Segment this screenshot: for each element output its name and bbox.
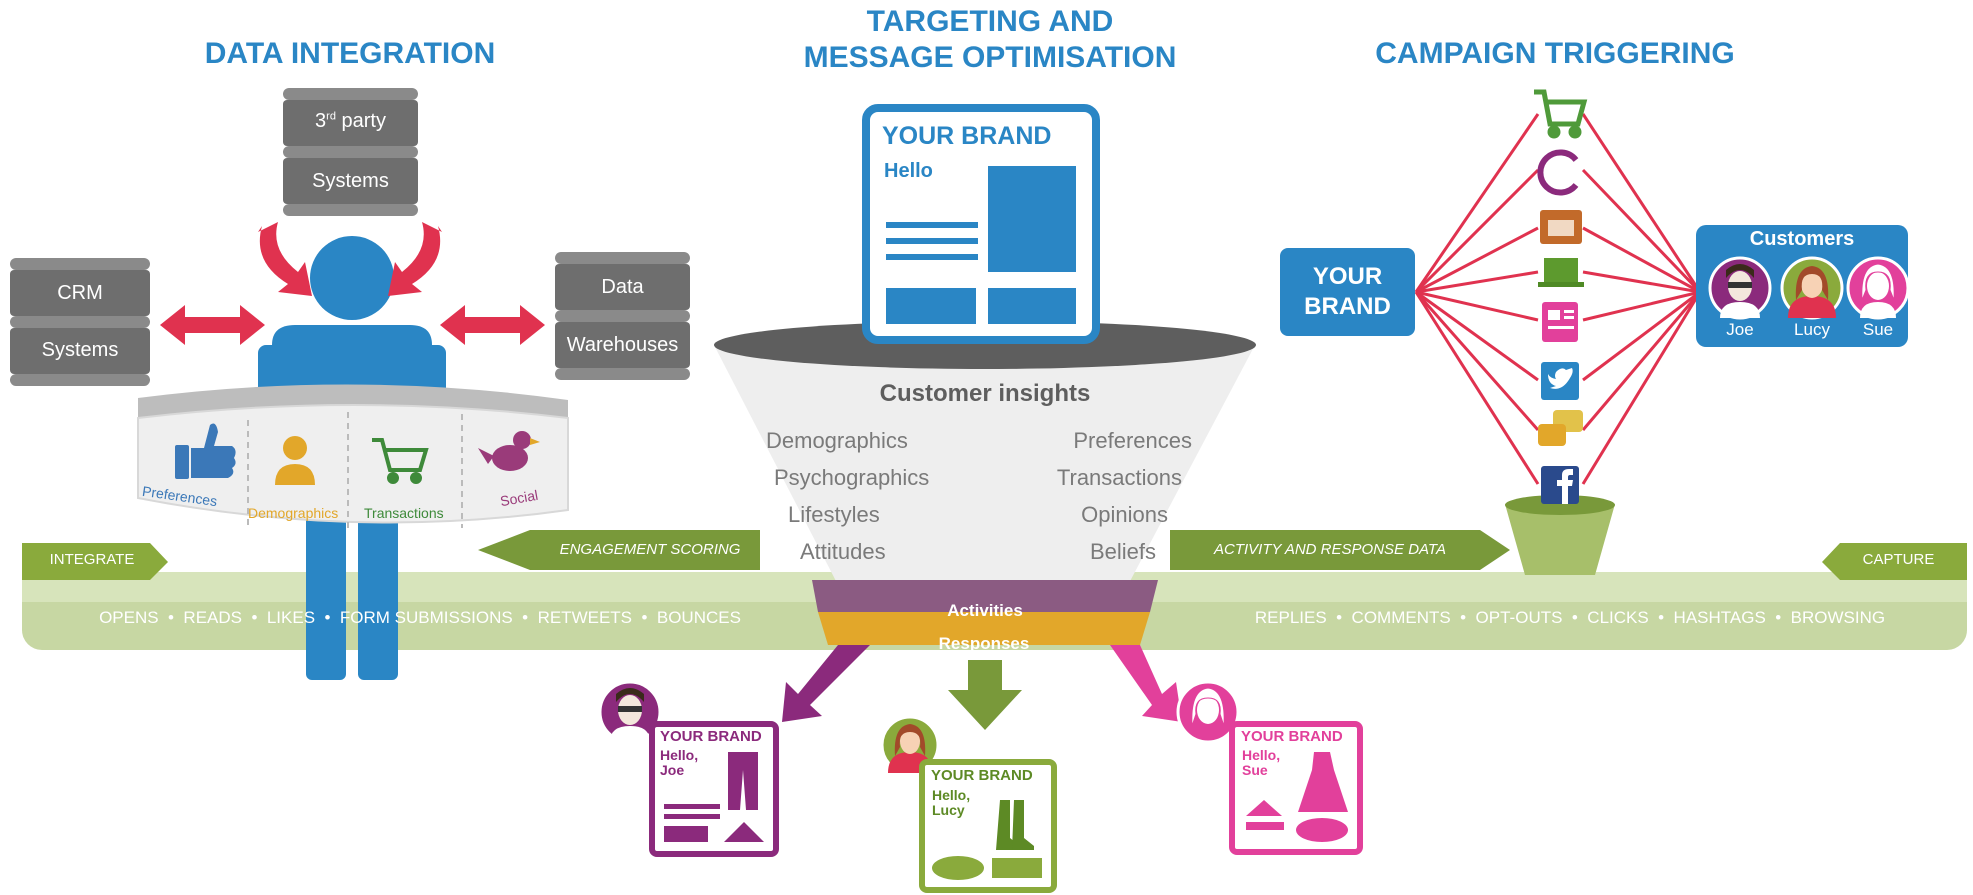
transactions-cart-icon xyxy=(372,438,429,484)
customer-name-sue: Sue xyxy=(1862,320,1894,339)
integrate-label: INTEGRATE xyxy=(49,551,135,568)
targeting-title-line2: MESSAGE OPTIMISATION xyxy=(803,41,1177,74)
insight-demographics: Demographics xyxy=(766,428,908,453)
warehouses-label: Warehouses xyxy=(566,334,679,356)
customer-name-joe: Joe xyxy=(1726,320,1754,339)
belt-transactions-label: Transactions xyxy=(364,505,444,521)
brand-line2: BRAND xyxy=(1304,293,1391,320)
joe-email-card xyxy=(598,680,779,857)
third-party-database xyxy=(283,88,418,216)
bird-icon xyxy=(478,431,540,471)
sue-card-brand: YOUR BRAND xyxy=(1241,728,1343,745)
twitter-icon xyxy=(1541,362,1579,400)
insights-left-list: Demographics Psychographics Lifestyles A… xyxy=(760,422,970,570)
activity-response-arrow xyxy=(1170,530,1510,570)
brand-label: YOUR BRAND xyxy=(1280,262,1415,322)
integration-arrows xyxy=(160,222,545,345)
lucy-greeting-2: Lucy xyxy=(932,802,965,818)
laptop-icon xyxy=(1538,258,1584,287)
responses-label: Responses xyxy=(938,634,1030,653)
cart-icon xyxy=(1534,89,1588,139)
joe-avatar xyxy=(1708,256,1772,320)
lucy-card-brand: YOUR BRAND xyxy=(931,767,1033,784)
left-metrics: OPENS • READS • LIKES • FORM SUBMISSIONS… xyxy=(99,608,741,627)
campaign-triggering-title: CAMPAIGN TRIGGERING xyxy=(1375,37,1735,70)
insight-psychographics: Psychographics xyxy=(774,465,930,490)
channel-funnel xyxy=(1505,495,1615,575)
data-integration-title: DATA INTEGRATION xyxy=(204,37,496,70)
newspaper-icon xyxy=(1542,302,1578,342)
headset-icon xyxy=(1537,149,1579,196)
data-warehouse-database xyxy=(555,252,690,380)
joe-greeting-2: Joe xyxy=(660,762,685,778)
insight-attitudes: Attitudes xyxy=(800,539,886,564)
chat-icon xyxy=(1538,410,1583,446)
customers-label: Customers xyxy=(1749,228,1855,250)
activities-label: Activities xyxy=(947,601,1023,620)
insight-preferences: Preferences xyxy=(1073,428,1192,453)
engagement-scoring-arrow xyxy=(478,530,760,570)
template-brand: YOUR BRAND xyxy=(882,122,1052,150)
insights-right-list: Preferences Transactions Opinions Belief… xyxy=(1020,422,1192,570)
joe-card-greeting: Hello, Joe xyxy=(660,748,698,778)
brand-line1: YOUR xyxy=(1312,263,1383,290)
insight-beliefs: Beliefs xyxy=(1089,539,1156,564)
demographics-person-icon xyxy=(275,436,315,485)
third-party-systems-label: Systems xyxy=(312,170,389,192)
thumbs-up-icon xyxy=(175,423,236,479)
sue-greeting-1: Hello, xyxy=(1242,747,1281,763)
mail-icon xyxy=(1540,210,1582,244)
crm-database xyxy=(10,258,150,386)
customer-name-lucy: Lucy xyxy=(1794,320,1830,339)
facebook-icon xyxy=(1541,466,1579,504)
joe-greeting-1: Hello, xyxy=(660,747,699,763)
campaign-lines xyxy=(1414,113,1702,485)
integrate-tab xyxy=(22,543,168,580)
activities-band xyxy=(812,580,1158,612)
crm-label: CRM xyxy=(57,282,103,304)
data-label: Data xyxy=(601,276,644,298)
right-metrics: REPLIES • COMMENTS • OPT-OUTS • CLICKS •… xyxy=(1254,608,1886,627)
capture-label: CAPTURE xyxy=(1862,551,1935,568)
crm-systems-label: Systems xyxy=(41,339,119,361)
belt-demographics-label: Demographics xyxy=(248,505,339,521)
brand-box xyxy=(1280,248,1415,336)
activity-response-label: ACTIVITY AND RESPONSE DATA xyxy=(1214,541,1446,558)
responses-band xyxy=(818,612,1150,645)
lucy-avatar xyxy=(1780,256,1844,320)
insight-transactions: Transactions xyxy=(1056,465,1182,490)
lucy-greeting-1: Hello, xyxy=(932,787,971,803)
insight-opinions: Opinions xyxy=(1081,502,1168,527)
data-belt xyxy=(137,384,569,532)
joe-card-brand: YOUR BRAND xyxy=(660,728,762,745)
template-greeting: Hello xyxy=(884,160,933,182)
email-template xyxy=(862,104,1100,344)
sue-greeting-2: Sue xyxy=(1242,762,1268,778)
sue-card-greeting: Hello, Sue xyxy=(1242,748,1280,778)
insight-lifestyles: Lifestyles xyxy=(788,502,880,527)
targeting-title-line1: TARGETING AND xyxy=(866,5,1114,38)
customer-insights-title: Customer insights xyxy=(879,380,1091,407)
third-party-label: 3rd party xyxy=(315,110,386,132)
lucy-card-greeting: Hello, Lucy xyxy=(932,788,970,818)
insights-funnel xyxy=(714,321,1256,645)
sue-avatar xyxy=(1846,256,1910,320)
sue-email-card xyxy=(1176,680,1363,855)
lucy-email-card xyxy=(880,715,1057,893)
output-arrows xyxy=(782,645,1182,730)
capture-tab xyxy=(1822,543,1967,580)
engagement-scoring-label: ENGAGEMENT SCORING xyxy=(559,541,741,558)
